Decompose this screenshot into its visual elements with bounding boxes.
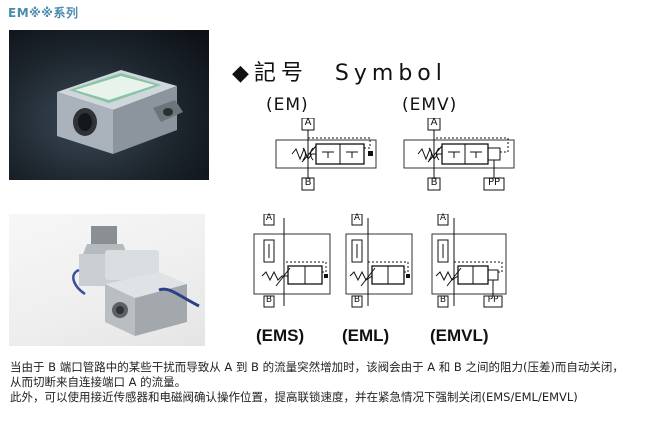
label-eml: (EML) <box>342 326 390 345</box>
port-a-em: A <box>304 117 312 128</box>
symbol-emvl <box>431 214 507 308</box>
description-line: 此外，可以使用接近传感器和电磁阀确认操作位置，提高联锁速度，并在紧急情况下强制关… <box>10 390 578 404</box>
port-a-emvl: A <box>439 213 447 223</box>
symbol-em <box>275 118 377 191</box>
label-ems: (EMS) <box>256 326 305 345</box>
port-b-emv: B <box>430 177 438 188</box>
port-b-ems: B <box>265 295 273 305</box>
label-emvl: (EMVL) <box>430 326 489 345</box>
port-pp-emv: PP <box>487 177 501 188</box>
symbol-ems <box>253 214 331 308</box>
description-line: 当由于 B 端口管路中的某些干扰而导致从 A 到 B 的流量突然增加时，该阀会由… <box>10 360 624 374</box>
section-title: EM※※系列 <box>8 6 79 20</box>
description: 当由于 B 端口管路中的某些干扰而导致从 A 到 B 的流量突然增加时，该阀会由… <box>10 360 660 405</box>
port-pp-emvl: PP <box>487 295 499 305</box>
label-em: (EM) <box>266 95 309 115</box>
port-b-emvl: B <box>439 295 447 305</box>
port-a-emv: A <box>430 117 438 128</box>
description-line: 从而切断来自连接端口 A 的流量。 <box>10 375 187 389</box>
symbol-heading: ◆記号 Symbol <box>232 61 447 86</box>
port-a-eml: A <box>353 213 361 223</box>
port-b-em: B <box>304 177 312 188</box>
port-a-ems: A <box>265 213 273 223</box>
label-emv: (EMV) <box>402 95 458 115</box>
symbol-emv <box>403 118 515 191</box>
product-photo-ems <box>9 214 205 346</box>
port-b-eml: B <box>353 295 361 305</box>
symbol-eml <box>345 214 413 308</box>
product-photo-em <box>9 30 209 180</box>
